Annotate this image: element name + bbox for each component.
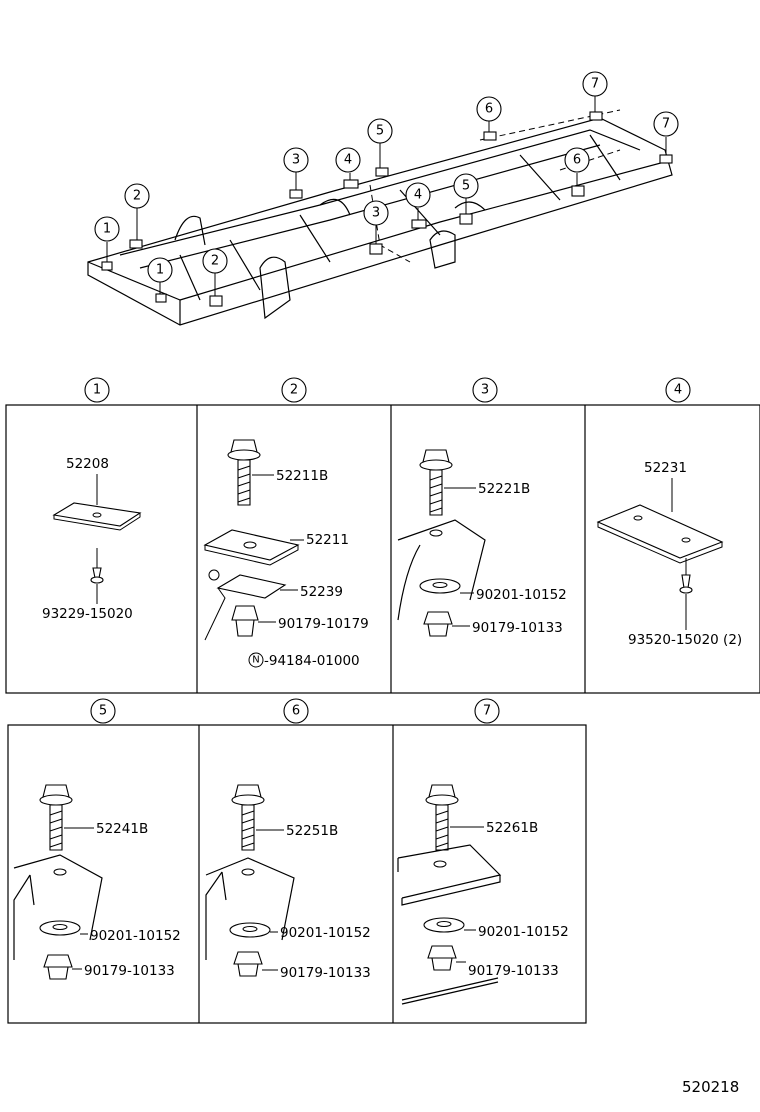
callout-3a: 3 (283, 147, 309, 173)
part-52239: 52239 (300, 584, 343, 600)
part-52211: 52211 (306, 532, 349, 548)
svg-text:6: 6 (292, 704, 300, 719)
part-52208: 52208 (66, 456, 109, 472)
panel-4: 52231 93520-15020 (2) (596, 460, 742, 648)
panel-header-3: 3 (472, 377, 498, 403)
svg-text:1: 1 (156, 263, 164, 278)
svg-text:5: 5 (99, 704, 107, 719)
part-90201-10152-p6: 90201-10152 (280, 925, 371, 941)
svg-text:6: 6 (573, 153, 581, 168)
svg-text:7: 7 (591, 77, 599, 92)
svg-text:2: 2 (211, 254, 219, 269)
callout-6b: 6 (564, 147, 590, 173)
svg-text:4: 4 (344, 153, 352, 168)
part-90179-10179: 90179-10179 (278, 616, 369, 632)
part-90201-10152-p7: 90201-10152 (478, 924, 569, 940)
svg-text:3: 3 (372, 206, 380, 221)
svg-text:7: 7 (483, 704, 491, 719)
panel-header-6: 6 (283, 698, 309, 724)
callout-7a: 7 (582, 71, 608, 97)
panel-6: 52251B 90201-10152 90179-10133 (205, 784, 371, 981)
chassis-frame-illustration (87, 96, 673, 326)
panel-header-2: 2 (281, 377, 307, 403)
callout-1b: 1 (147, 257, 173, 283)
panel-3: 52221B 90201-10152 90179-10133 (397, 449, 567, 637)
svg-text:3: 3 (481, 383, 489, 398)
callout-1a: 1 (94, 216, 120, 242)
panel-header-1: 1 (84, 377, 110, 403)
callout-5a: 5 (367, 118, 393, 144)
panel-7: 52261B 90201-10152 90179-10133 (397, 784, 569, 1005)
panel-header-5: 5 (90, 698, 116, 724)
part-90179-10133-p5: 90179-10133 (84, 963, 175, 979)
part-90179-10133-p7: 90179-10133 (468, 963, 559, 979)
panel-headers: 1 2 3 4 5 6 7 (84, 377, 691, 724)
n-mark (248, 652, 264, 668)
figure-reference: 520218 (682, 1078, 739, 1096)
part-90201-10152-p5: 90201-10152 (90, 928, 181, 944)
callout-4b: 4 (405, 182, 431, 208)
panel-2: 52211B 52211 52239 90179-10179 N -94184-… (203, 439, 369, 669)
svg-text:5: 5 (376, 124, 384, 139)
callout-7b: 7 (653, 111, 679, 137)
part-52221B: 52221B (478, 481, 530, 497)
part-93229-15020: 93229-15020 (42, 606, 133, 622)
panel-5: 52241B 90201-10152 90179-10133 (13, 784, 181, 980)
callout-6a: 6 (476, 96, 502, 122)
part-90179-10133-p3: 90179-10133 (472, 620, 563, 636)
svg-text:2: 2 (133, 189, 141, 204)
part-52211B: 52211B (276, 468, 328, 484)
part-94184-01000: -94184-01000 (264, 653, 360, 669)
svg-text:2: 2 (290, 383, 298, 398)
svg-text:1: 1 (103, 222, 111, 237)
svg-text:N: N (252, 655, 259, 666)
frame-callouts: 1 2 1 2 3 4 3 5 4 5 6 6 7 7 (94, 71, 679, 283)
part-90201-10152-p3: 90201-10152 (476, 587, 567, 603)
part-52231: 52231 (644, 460, 687, 476)
svg-text:3: 3 (292, 153, 300, 168)
part-93520-15020: 93520-15020 (2) (628, 632, 742, 648)
svg-text:7: 7 (662, 117, 670, 132)
part-52251B: 52251B (286, 823, 338, 839)
svg-text:1: 1 (93, 383, 101, 398)
part-52261B: 52261B (486, 820, 538, 836)
svg-text:4: 4 (674, 383, 682, 398)
panel-grid (5, 404, 760, 1024)
panel-header-4: 4 (665, 377, 691, 403)
part-52241B: 52241B (96, 821, 148, 837)
callout-2b: 2 (202, 248, 228, 274)
panel-1: 52208 93229-15020 (42, 456, 142, 622)
panel-header-7: 7 (474, 698, 500, 724)
callout-3b: 3 (363, 200, 389, 226)
callout-4a: 4 (335, 147, 361, 173)
callout-2a: 2 (124, 183, 150, 209)
svg-text:4: 4 (414, 188, 422, 203)
svg-text:5: 5 (462, 179, 470, 194)
part-90179-10133-p6: 90179-10133 (280, 965, 371, 981)
callout-5b: 5 (453, 173, 479, 199)
svg-text:6: 6 (485, 102, 493, 117)
